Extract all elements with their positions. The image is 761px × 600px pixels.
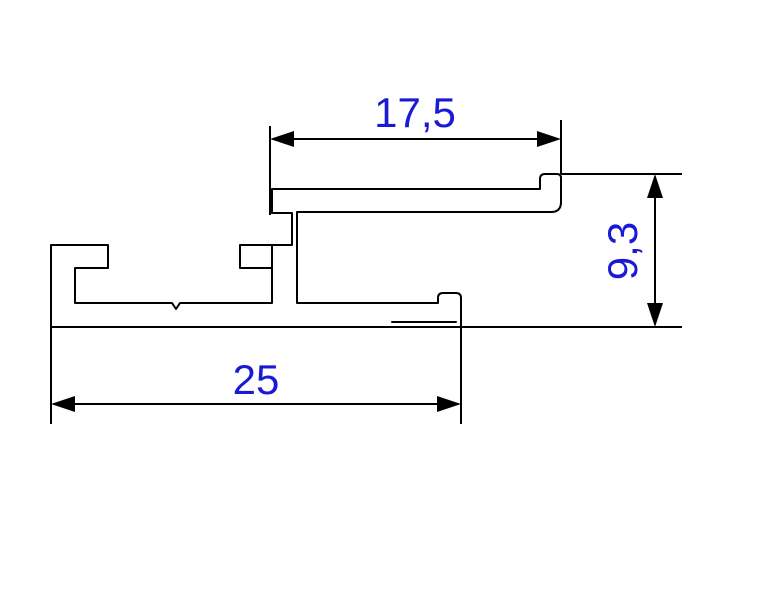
profile-inner-notch bbox=[239, 244, 273, 269]
dimension-top-width: 17,5 bbox=[270, 89, 561, 147]
arrowhead-right-icon bbox=[537, 131, 561, 147]
extension-lines bbox=[50, 120, 682, 424]
profile-outline bbox=[50, 173, 562, 328]
arrowhead-down-icon bbox=[647, 303, 663, 327]
profile-body bbox=[50, 173, 562, 328]
arrowhead-right-icon bbox=[437, 396, 461, 412]
arrowhead-left-icon bbox=[51, 396, 75, 412]
dimension-height: 9,3 bbox=[599, 174, 663, 327]
arrowhead-up-icon bbox=[647, 174, 663, 198]
dimension-label-bottom-width: 25 bbox=[233, 356, 280, 403]
dimension-label-top-width: 17,5 bbox=[374, 89, 456, 136]
dimension-bottom-width: 25 bbox=[51, 356, 461, 412]
dimension-label-height: 9,3 bbox=[599, 222, 646, 280]
arrowhead-left-icon bbox=[270, 131, 294, 147]
